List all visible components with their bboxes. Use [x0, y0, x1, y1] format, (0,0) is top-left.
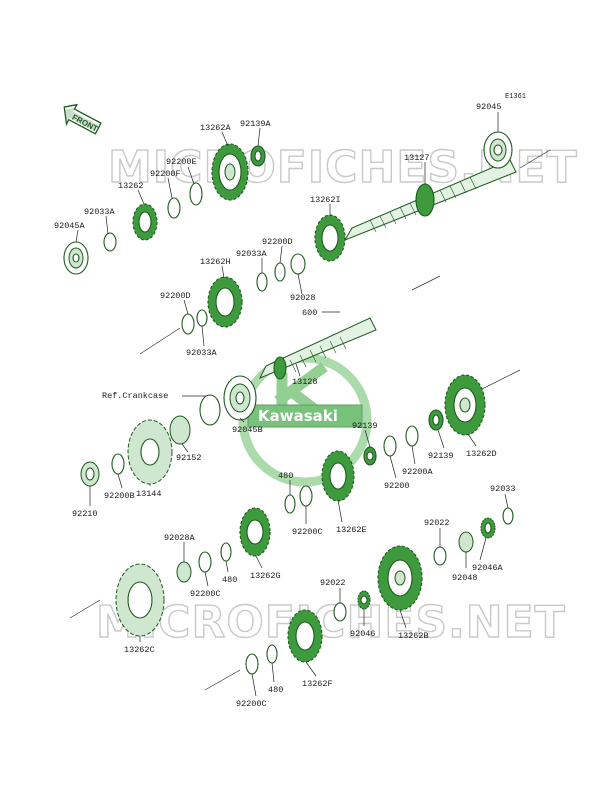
- label-ref-crankcase: Ref.Crankcase: [102, 391, 168, 401]
- washer-92200c-c: [245, 653, 259, 675]
- label-92048: 92048: [452, 573, 478, 583]
- gear-13262a: [211, 143, 249, 201]
- label-13262e: 13262E: [336, 525, 367, 535]
- label-13262i: 13262I: [310, 195, 341, 205]
- label-480-c: 480: [268, 685, 283, 695]
- circlip-480-b: [220, 542, 232, 562]
- label-480-a: 480: [278, 471, 293, 481]
- label-13127: 13127: [404, 153, 430, 163]
- circlip-480-c: [266, 644, 278, 664]
- gear-13262i: [314, 214, 346, 262]
- label-480-b: 480: [222, 575, 237, 585]
- label-92200a: 92200A: [402, 467, 434, 477]
- label-13262b: 13262B: [398, 631, 429, 641]
- kawasaki-logo-text: Kawasaki: [258, 407, 338, 425]
- axis-lines: [69, 149, 551, 691]
- washer-92200d-left: [181, 313, 195, 335]
- label-92045b: 92045B: [232, 425, 263, 435]
- bushing-92028: [290, 253, 306, 275]
- label-92045a: 92045A: [54, 221, 86, 231]
- circlip-480-a: [284, 494, 296, 514]
- bushing-92028a: [176, 561, 192, 583]
- washer-92200a: [405, 425, 419, 447]
- label-13262f: 13262F: [302, 679, 333, 689]
- washer-92200f: [167, 197, 181, 219]
- label-92033a-top: 92033A: [84, 207, 116, 217]
- label-92139a: 92139A: [240, 119, 272, 129]
- bearing-92045: [483, 131, 513, 169]
- needle-bearing-92046a: [480, 517, 496, 539]
- oil-seal: [199, 394, 221, 426]
- label-92033a-low: 92033A: [186, 348, 218, 358]
- label-92139-right: 92139: [428, 451, 454, 461]
- label-13262h: 13262H: [200, 257, 231, 267]
- label-92200d-left: 92200D: [160, 291, 191, 301]
- circlip-92033a-top: [103, 232, 117, 252]
- label-92045: 92045: [476, 102, 502, 112]
- bushing-92139-left: [363, 446, 377, 466]
- gear-13262c: [115, 563, 165, 637]
- gear-13262b: [377, 545, 423, 611]
- nut-92210: [80, 461, 100, 487]
- diagram-code: E1361: [505, 93, 526, 101]
- front-arrow-icon: FRONT: [63, 103, 102, 135]
- bearing-92045a: [63, 241, 89, 275]
- gear-13262f: [287, 609, 323, 663]
- label-92046: 92046: [350, 629, 376, 639]
- label-92028a: 92028A: [164, 533, 196, 543]
- gear-13262e: [321, 450, 355, 502]
- bushing-92139a: [250, 145, 266, 167]
- gear-13262h: [207, 276, 243, 328]
- label-92200d-top: 92200D: [262, 237, 293, 247]
- gear-13262d: [444, 374, 486, 436]
- label-92033a-mid: 92033A: [236, 249, 268, 259]
- circlip-92033a-low: [196, 309, 208, 327]
- label-92200f: 92200F: [150, 169, 181, 179]
- gear-13262g: [239, 507, 271, 557]
- label-13262: 13262: [118, 181, 144, 191]
- label-13144: 13144: [136, 489, 162, 499]
- label-92200c-b: 92200C: [190, 589, 221, 599]
- label-92210: 92210: [72, 509, 98, 519]
- label-13262d: 13262D: [466, 449, 497, 459]
- circlip-92033a-mid: [256, 272, 268, 292]
- washer-92200e: [189, 182, 203, 206]
- label-13262c: 13262C: [124, 645, 155, 655]
- washer-92022-center: [333, 602, 347, 622]
- label-92200e: 92200E: [166, 157, 197, 167]
- label-13262g: 13262G: [250, 571, 281, 581]
- label-92046a: 92046A: [472, 563, 504, 573]
- collar-92152: [169, 415, 191, 445]
- leader-lines: [75, 112, 509, 697]
- bushing-92139-right: [428, 409, 444, 431]
- washer-92022-right: [433, 546, 447, 566]
- label-13262a: 13262A: [200, 123, 232, 133]
- label-92022-center: 92022: [320, 578, 346, 588]
- needle-bearing-92046: [357, 590, 371, 610]
- label-92200c-a: 92200C: [292, 527, 323, 537]
- label-13128: 13128: [292, 377, 318, 387]
- input-shaft: [258, 317, 377, 380]
- watermark-bottom: MICROFICHES.NET: [96, 597, 566, 648]
- washer-92200c-b: [198, 551, 212, 573]
- label-92200: 92200: [384, 481, 410, 491]
- washer-92200c-a: [299, 485, 313, 507]
- label-92139-left: 92139: [352, 421, 378, 431]
- bushing-92048: [458, 531, 474, 553]
- gear-13262: [132, 203, 158, 241]
- label-92033: 92033: [490, 484, 516, 494]
- label-600: 600: [302, 308, 317, 318]
- circlip-92033: [502, 507, 514, 525]
- washer-92200: [383, 435, 397, 457]
- bearing-92045b: [223, 375, 257, 421]
- label-92152: 92152: [176, 453, 202, 463]
- label-92200c-c: 92200C: [236, 699, 267, 709]
- washer-92200b: [111, 453, 125, 475]
- washer-92200d-top: [274, 262, 286, 282]
- label-92200b: 92200B: [104, 491, 135, 501]
- label-92028: 92028: [290, 293, 316, 303]
- sprocket-13144: [127, 419, 173, 485]
- label-92022-right: 92022: [424, 518, 450, 528]
